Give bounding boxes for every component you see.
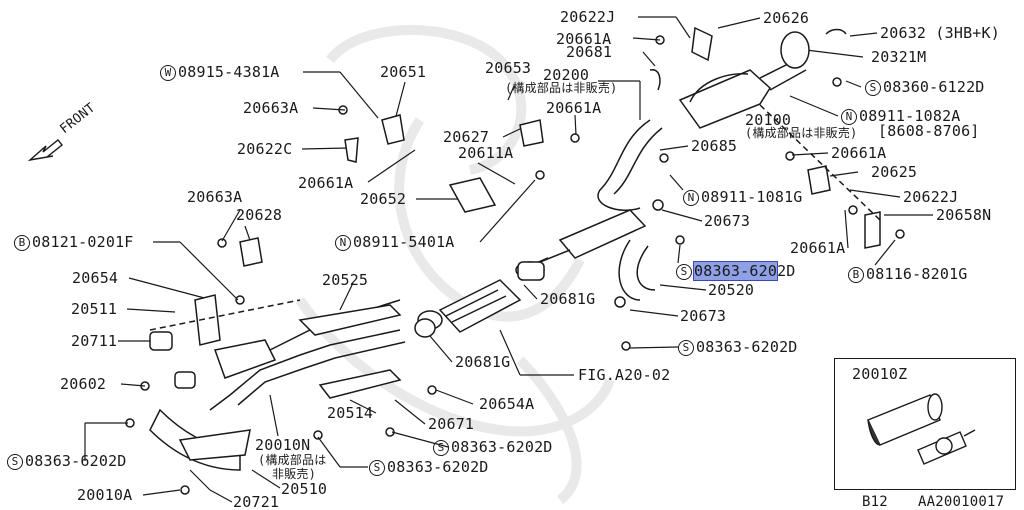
- part-label[interactable]: 20681G: [455, 353, 511, 371]
- part-label[interactable]: 20652: [360, 190, 407, 208]
- part-label[interactable]: 20673: [704, 212, 751, 230]
- part-label[interactable]: 20514: [327, 404, 374, 422]
- part-label[interactable]: 20010N: [255, 436, 311, 454]
- part-label[interactable]: 20626: [763, 9, 810, 27]
- part-number-suffix: 2D: [777, 262, 796, 280]
- part-label[interactable]: 20602: [60, 375, 107, 393]
- part-label[interactable]: 20511: [71, 300, 118, 318]
- part-label[interactable]: 20010A: [77, 486, 133, 504]
- part-label[interactable]: 20661A: [546, 99, 602, 117]
- leader-lines: [84, 16, 933, 503]
- part-note: (構成部品は: [258, 453, 327, 467]
- part-label[interactable]: 20632 (3HB+K): [880, 24, 1000, 42]
- part-label[interactable]: 20663A: [187, 188, 243, 206]
- part-label[interactable]: 20654A: [479, 395, 535, 413]
- prefix-s-icon: S: [676, 264, 692, 280]
- prefix-n-icon: N: [841, 109, 857, 125]
- part-label[interactable]: 20653: [485, 59, 532, 77]
- prefix-s-icon: S: [369, 460, 385, 476]
- part-label[interactable]: 20654: [72, 269, 119, 287]
- prefix-w-icon: W: [160, 65, 176, 81]
- part-label[interactable]: 20673: [680, 307, 727, 325]
- part-note: [8608-8706]: [878, 122, 980, 140]
- part-label[interactable]: 20658N: [936, 206, 992, 224]
- footer-figure-code: AA20010017: [918, 494, 1005, 510]
- part-label[interactable]: 20661A: [790, 239, 846, 257]
- part-label[interactable]: 20628: [236, 206, 283, 224]
- prefix-s-icon: S: [7, 454, 23, 470]
- part-label[interactable]: 20525: [322, 271, 369, 289]
- part-label[interactable]: 20681: [566, 43, 613, 61]
- prefix-s-icon: S: [678, 340, 694, 356]
- part-label[interactable]: 20321M: [871, 48, 927, 66]
- part-label[interactable]: 20661A: [831, 144, 887, 162]
- prefix-s-icon: S: [865, 80, 881, 96]
- inset-box: [834, 358, 1016, 490]
- part-label[interactable]: 20611A: [458, 144, 514, 162]
- prefix-s-icon: S: [433, 440, 449, 456]
- footer-page-code: B12: [862, 494, 888, 510]
- prefix-n-icon: N: [683, 190, 699, 206]
- part-label[interactable]: 20671: [428, 415, 475, 433]
- part-label[interactable]: 20663A: [243, 99, 299, 117]
- part-label[interactable]: 20625: [871, 163, 918, 181]
- part-note: (構成部品は非販売): [505, 81, 618, 95]
- part-label[interactable]: 20651: [380, 63, 427, 81]
- part-label[interactable]: 20721: [233, 493, 280, 510]
- part-label[interactable]: 20510: [281, 480, 328, 498]
- part-label[interactable]: 20661A: [556, 30, 612, 48]
- part-note: 非販売): [272, 467, 317, 481]
- part-label[interactable]: 20622C: [237, 140, 293, 158]
- highlighted-part-number: 08363-620: [692, 261, 779, 281]
- exhaust-pipes: [125, 26, 905, 495]
- part-note: (構成部品は非販売): [745, 126, 858, 140]
- figure-reference-link[interactable]: FIG.A20-02: [578, 366, 671, 384]
- part-label[interactable]: 20200: [543, 66, 590, 84]
- part-label[interactable]: 20100: [745, 111, 792, 129]
- part-label[interactable]: 20520: [708, 281, 755, 299]
- part-label[interactable]: 20681G: [540, 290, 596, 308]
- front-arrow-icon: [27, 139, 63, 162]
- part-label[interactable]: 20661A: [298, 174, 354, 192]
- part-label[interactable]: 20622J: [903, 188, 959, 206]
- inset-part-label[interactable]: 20010Z: [852, 365, 908, 383]
- part-label[interactable]: 20685: [691, 137, 738, 155]
- inset-pump-drawing: [867, 393, 976, 465]
- prefix-b-icon: B: [14, 235, 30, 251]
- prefix-b-icon: B: [848, 267, 864, 283]
- prefix-n-icon: N: [335, 235, 351, 251]
- part-label[interactable]: 20622J: [560, 8, 616, 26]
- part-label[interactable]: 20711: [71, 332, 118, 350]
- part-label[interactable]: 20627: [443, 128, 490, 146]
